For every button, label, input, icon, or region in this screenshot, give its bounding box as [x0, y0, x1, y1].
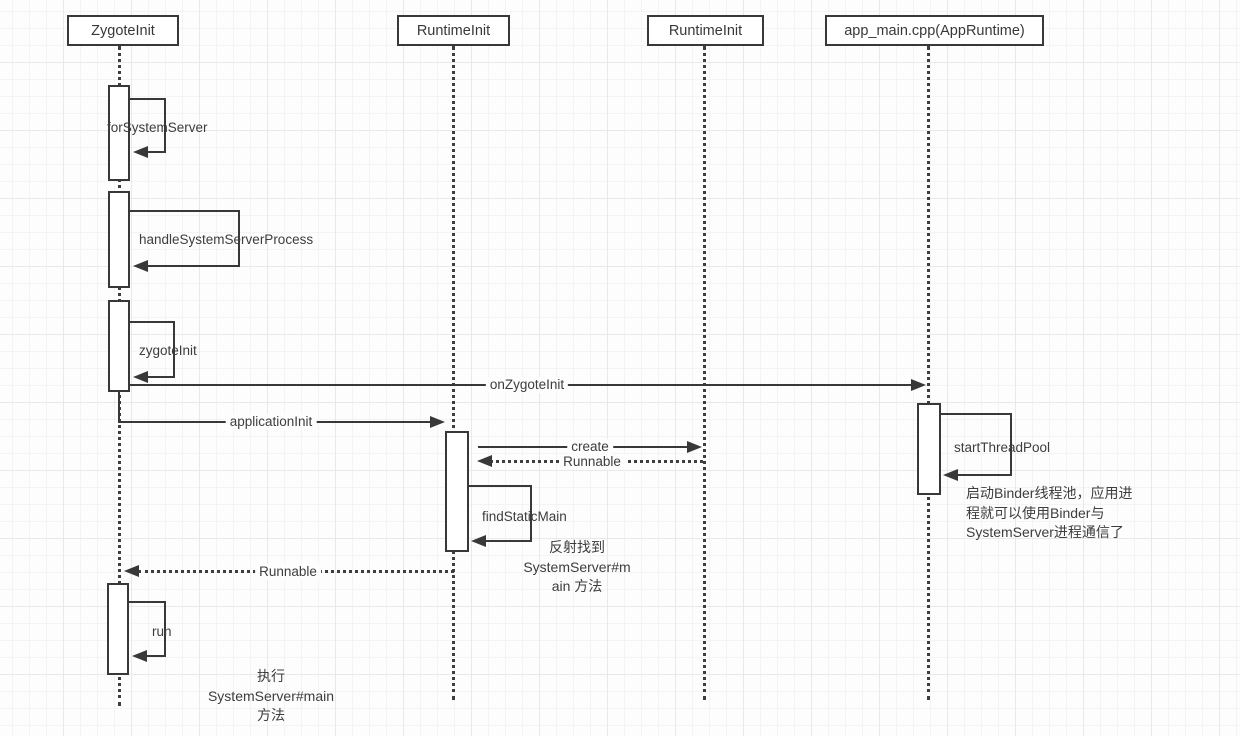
selfcall-zygoteinit-return [136, 376, 175, 378]
arrow-head [132, 650, 147, 662]
note-line: SystemServer#main [207, 687, 335, 704]
lifeline-appmain [927, 46, 930, 700]
arrow-head [687, 441, 702, 453]
note-line: 反射找到 [549, 539, 605, 555]
arrow-head [430, 416, 445, 428]
arrow-head [124, 565, 139, 577]
note-line: SystemServer进程通信了 [966, 524, 1124, 540]
activation-runtimeinit [445, 431, 469, 552]
call-descent-line [118, 390, 120, 423]
message-label: Runnable [559, 454, 625, 470]
selfcall-label: zygoteInit [139, 343, 197, 358]
selfcall-handlesystemserverprocess-return [136, 265, 240, 267]
message-label: applicationInit [225, 414, 317, 430]
note-line: 启动Binder线程池，应用进 [966, 485, 1133, 501]
selfcall-findstaticmain-loop [469, 485, 532, 542]
selfcall-label: findStaticMain [482, 509, 567, 524]
selfcall-forsystemserver-loop [130, 98, 166, 153]
selfcall-startthreadpool-loop [941, 413, 1012, 476]
participant-zygoteinit: ZygoteInit [67, 15, 179, 46]
activation-zygote-4 [107, 583, 129, 675]
note-reflection: 反射找到 SystemServer#m ain 方法 [497, 538, 657, 597]
participant-label: app_main.cpp(AppRuntime) [844, 22, 1025, 39]
note-line: ain 方法 [551, 578, 603, 594]
selfcall-label: startThreadPool [954, 440, 1051, 455]
note-binder: 启动Binder线程池，应用进 程就可以使用Binder与 SystemServ… [966, 484, 1176, 543]
selfcall-label: run [152, 624, 172, 639]
selfcall-handlesystemserverprocess-loop [130, 210, 240, 267]
selfcall-forsystemserver-return [136, 151, 166, 153]
activation-zygote-2 [108, 191, 130, 288]
arrow-head [477, 455, 492, 467]
participant-runtimeinit-1: RuntimeInit [397, 15, 510, 46]
arrow-head [471, 535, 486, 547]
note-line: SystemServer#m [523, 558, 631, 575]
arrow-head [133, 260, 148, 272]
message-label: onZygoteInit [485, 377, 569, 393]
participant-appmain: app_main.cpp(AppRuntime) [825, 15, 1044, 46]
note-line: 程就可以使用Binder与 [966, 504, 1105, 521]
lifeline-runtimeinit-2 [703, 46, 706, 700]
participant-label: RuntimeInit [668, 22, 743, 39]
participant-label: ZygoteInit [91, 22, 155, 39]
activation-zygote-3 [108, 300, 130, 392]
message-label: Runnable [255, 564, 321, 580]
message-label: create [567, 439, 613, 455]
participant-label: RuntimeInit [416, 22, 491, 39]
selfcall-zygoteinit-loop [130, 321, 175, 378]
note-line: 方法 [257, 707, 285, 723]
lifeline-runtimeinit-1 [452, 46, 455, 700]
activation-appmain [917, 403, 941, 495]
arrow-head [911, 379, 926, 391]
arrow-head [133, 371, 148, 383]
activation-zygote-1 [108, 85, 130, 181]
selfcall-startthreadpool-return [947, 474, 1012, 476]
note-exec-main: 执行 SystemServer#main 方法 [191, 667, 351, 726]
selfcall-run-loop [129, 601, 166, 657]
arrow-head [133, 146, 148, 158]
selfcall-label: handleSystemServerProcess [139, 232, 314, 247]
selfcall-label: forSystemServer [107, 120, 208, 135]
selfcall-findstaticmain-return [475, 540, 532, 542]
participant-runtimeinit-2: RuntimeInit [647, 15, 764, 46]
note-line: 执行 [257, 668, 285, 684]
arrow-head [943, 469, 958, 481]
selfcall-run-return [135, 655, 166, 657]
